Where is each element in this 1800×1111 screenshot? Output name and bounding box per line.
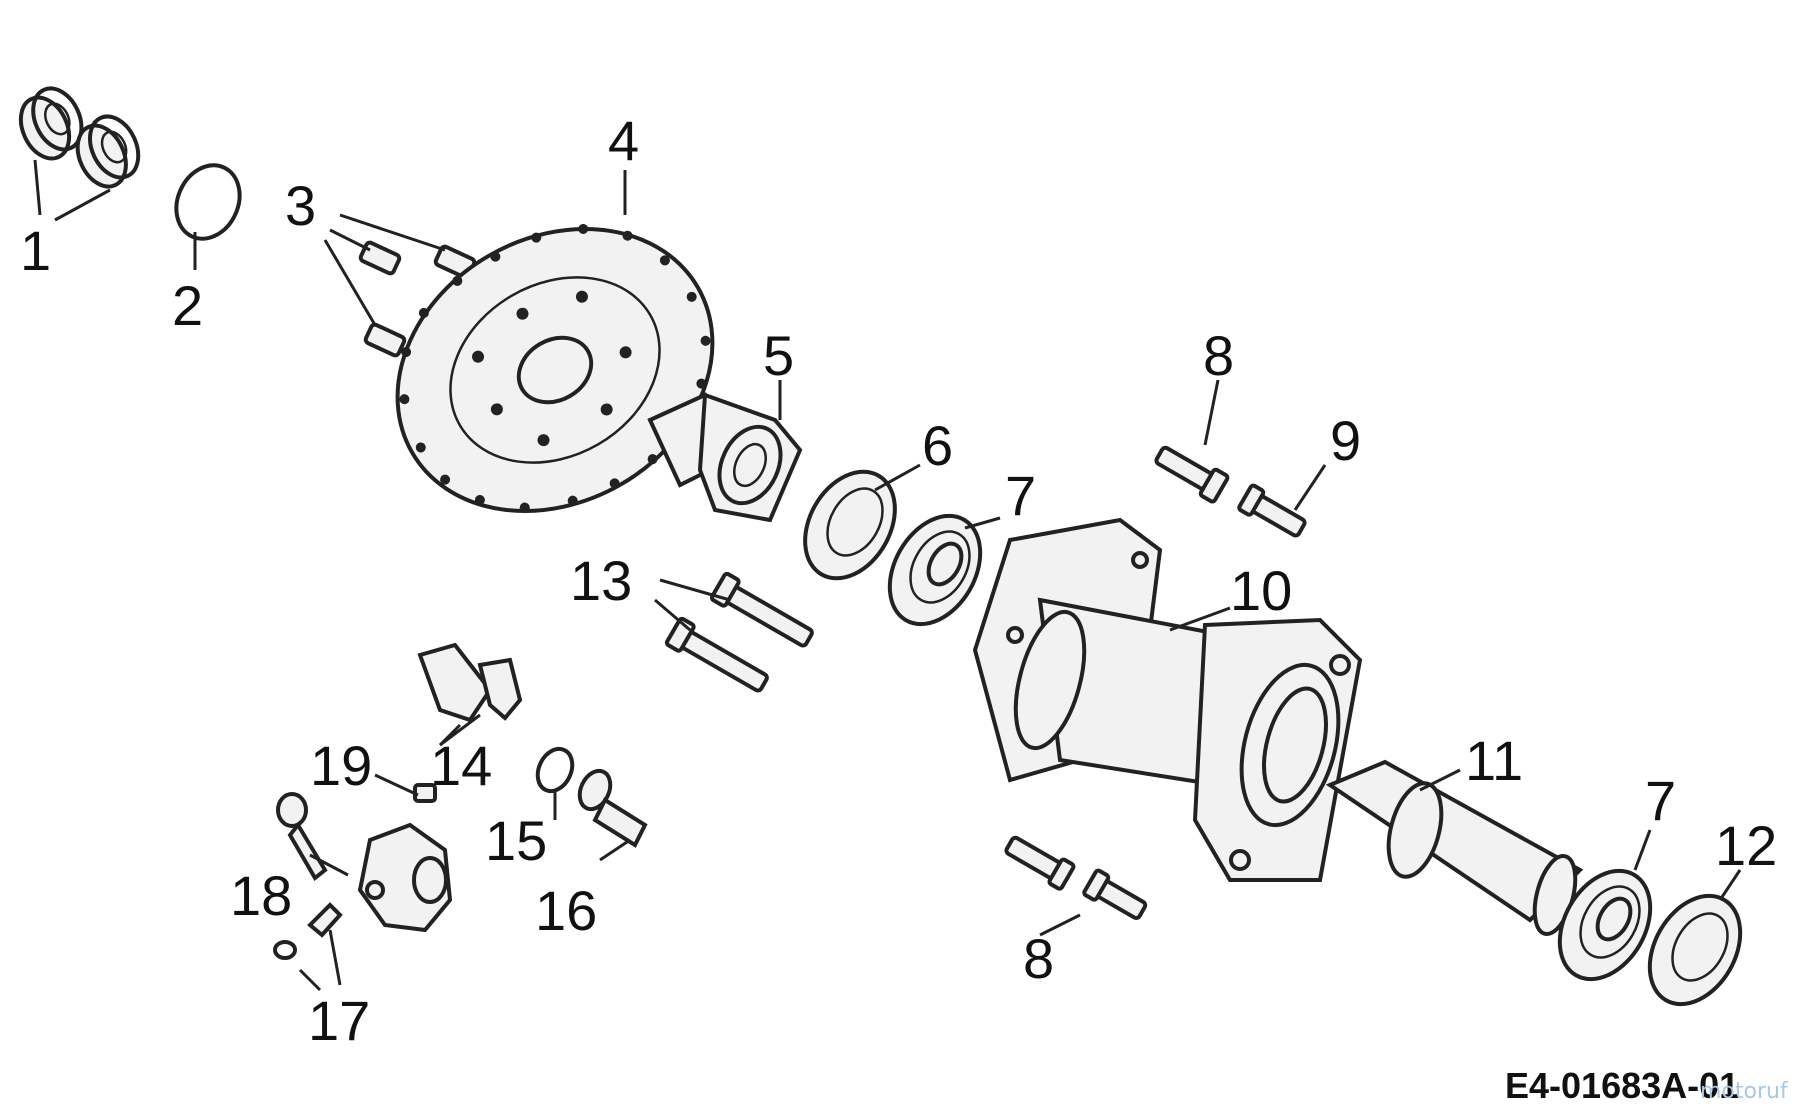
callout-15: 15 xyxy=(485,809,547,872)
part-brake-pads xyxy=(417,642,523,723)
callout-8-upper: 8 xyxy=(1203,324,1234,387)
callout-11: 11 xyxy=(1465,729,1523,792)
callout-labels: 1 2 3 4 5 6 7 7 8 8 9 10 11 12 13 14 15 … xyxy=(20,109,1777,1052)
part-bolts-8-lower xyxy=(1004,835,1148,920)
part-disc-bolts xyxy=(358,240,477,358)
part-axle-housing xyxy=(972,517,1363,882)
callout-13: 13 xyxy=(570,549,632,612)
part-washer-15 xyxy=(535,746,575,794)
part-lock-nuts xyxy=(18,86,141,189)
callout-16: 16 xyxy=(535,879,597,942)
part-axle-shaft xyxy=(1325,759,1584,936)
callout-14: 14 xyxy=(430,734,492,797)
part-long-bolts xyxy=(664,571,814,693)
part-snap-ring xyxy=(174,163,242,241)
part-pin-16 xyxy=(577,768,648,848)
callout-1: 1 xyxy=(20,219,51,282)
part-caliper xyxy=(357,783,453,933)
part-brake-disc xyxy=(395,223,715,513)
callout-7-lower: 7 xyxy=(1645,769,1676,832)
part-seal-12 xyxy=(1647,893,1743,1007)
callout-8-lower: 8 xyxy=(1023,927,1054,990)
callout-18: 18 xyxy=(230,864,292,927)
callout-19: 19 xyxy=(310,734,372,797)
part-bearing-lower xyxy=(1557,868,1653,982)
callout-10: 10 xyxy=(1230,559,1292,622)
callout-12: 12 xyxy=(1715,814,1777,877)
part-bolt-18 xyxy=(276,792,328,882)
callout-9: 9 xyxy=(1330,409,1361,472)
part-hub xyxy=(647,392,803,523)
watermark: motoruf xyxy=(1700,1079,1789,1104)
callout-6: 6 xyxy=(922,414,953,477)
callout-3: 3 xyxy=(285,174,316,237)
part-screw-17 xyxy=(273,902,343,960)
part-bolt-8-upper xyxy=(1154,445,1230,504)
callout-4: 4 xyxy=(608,109,639,172)
callout-17: 17 xyxy=(308,989,370,1052)
callout-7-upper: 7 xyxy=(1005,464,1036,527)
drawing-number: E4-01683A-01 xyxy=(1505,1065,1739,1106)
callout-2: 2 xyxy=(172,274,203,337)
callout-5: 5 xyxy=(763,324,794,387)
part-bolt-9 xyxy=(1237,483,1307,538)
part-bearing-upper xyxy=(887,513,983,627)
part-seal xyxy=(803,469,897,581)
